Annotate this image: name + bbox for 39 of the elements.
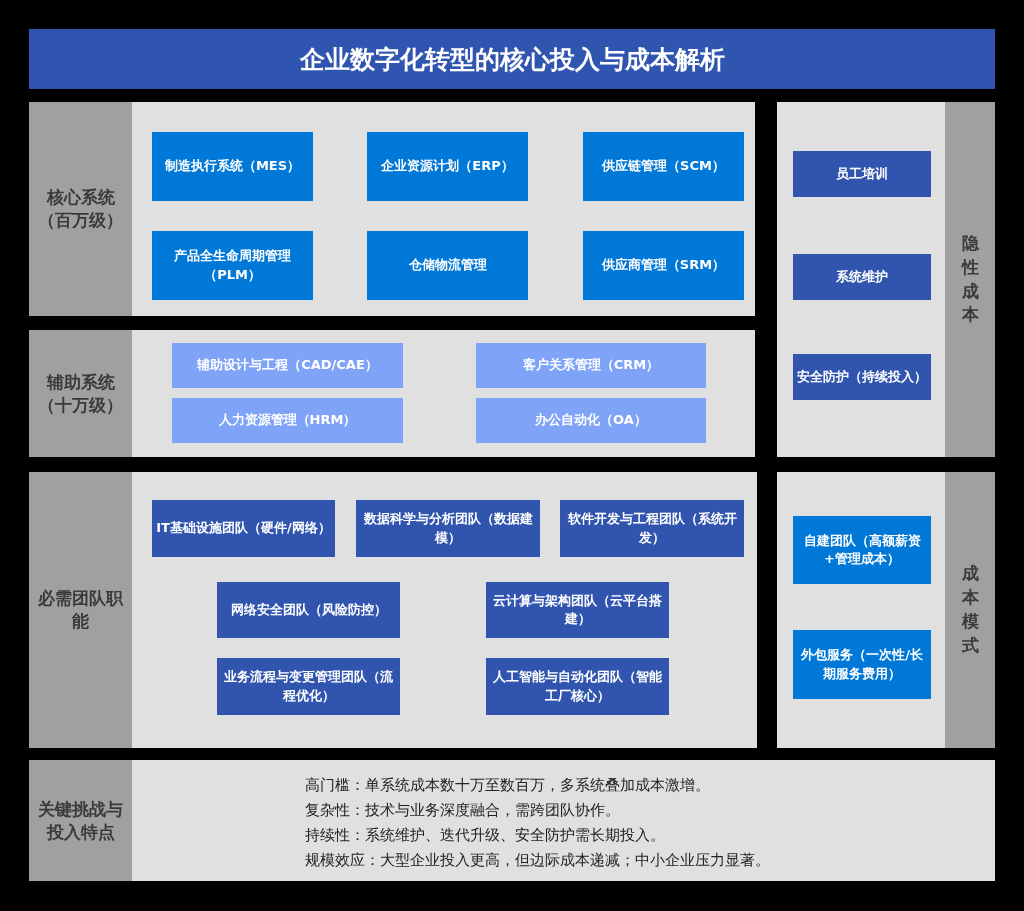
system-box: IT基础设施团队（硬件/网络） bbox=[152, 500, 335, 557]
category-panel bbox=[29, 472, 757, 748]
system-box: 产品全生命周期管理（PLM） bbox=[152, 231, 313, 300]
system-box: 办公自动化（OA） bbox=[476, 398, 706, 443]
note-text: 持续性：系统维护、迭代升级、安全防护需长期投入。 bbox=[305, 826, 665, 845]
system-box: 外包服务（一次性/长期服务费用） bbox=[793, 630, 931, 699]
system-box: 数据科学与分析团队（数据建模） bbox=[356, 500, 540, 557]
category-panel bbox=[29, 102, 755, 316]
panel-header: 核心系统（百万级） bbox=[29, 102, 132, 316]
system-box: 客户关系管理（CRM） bbox=[476, 343, 706, 388]
system-box: 制造执行系统（MES） bbox=[152, 132, 313, 201]
system-box: 系统维护 bbox=[793, 254, 931, 300]
panel-header: 隐性成本 bbox=[945, 102, 995, 457]
category-panel bbox=[29, 760, 995, 881]
system-box: 供应商管理（SRM） bbox=[583, 231, 744, 300]
note-text: 高门槛：单系统成本数十万至数百万，多系统叠加成本激增。 bbox=[305, 776, 710, 795]
system-box: 人力资源管理（HRM） bbox=[172, 398, 403, 443]
panel-header: 成本模式 bbox=[945, 472, 995, 748]
panel-header: 必需团队职能 bbox=[29, 472, 132, 748]
system-box: 业务流程与变更管理团队（流程优化） bbox=[217, 658, 400, 715]
system-box: 仓储物流管理 bbox=[367, 231, 528, 300]
panel-header: 关键挑战与投入特点 bbox=[29, 760, 132, 881]
system-box: 辅助设计与工程（CAD/CAE） bbox=[172, 343, 403, 388]
system-box: 软件开发与工程团队（系统开发） bbox=[560, 500, 744, 557]
category-panel bbox=[777, 472, 995, 748]
system-box: 供应链管理（SCM） bbox=[583, 132, 744, 201]
system-box: 云计算与架构团队（云平台搭建） bbox=[486, 582, 669, 638]
system-box: 员工培训 bbox=[793, 151, 931, 197]
system-box: 自建团队（高额薪资+管理成本） bbox=[793, 516, 931, 584]
category-panel bbox=[777, 102, 995, 457]
system-box: 企业资源计划（ERP） bbox=[367, 132, 528, 201]
panel-header: 辅助系统（十万级） bbox=[29, 330, 132, 457]
title-banner: 企业数字化转型的核心投入与成本解析 bbox=[29, 29, 995, 89]
note-text: 规模效应：大型企业投入更高，但边际成本递减；中小企业压力显著。 bbox=[305, 851, 770, 870]
system-box: 人工智能与自动化团队（智能工厂核心） bbox=[486, 658, 669, 715]
system-box: 安全防护（持续投入） bbox=[793, 354, 931, 400]
category-panel bbox=[29, 330, 755, 457]
note-text: 复杂性：技术与业务深度融合，需跨团队协作。 bbox=[305, 801, 620, 820]
system-box: 网络安全团队（风险防控） bbox=[217, 582, 400, 638]
